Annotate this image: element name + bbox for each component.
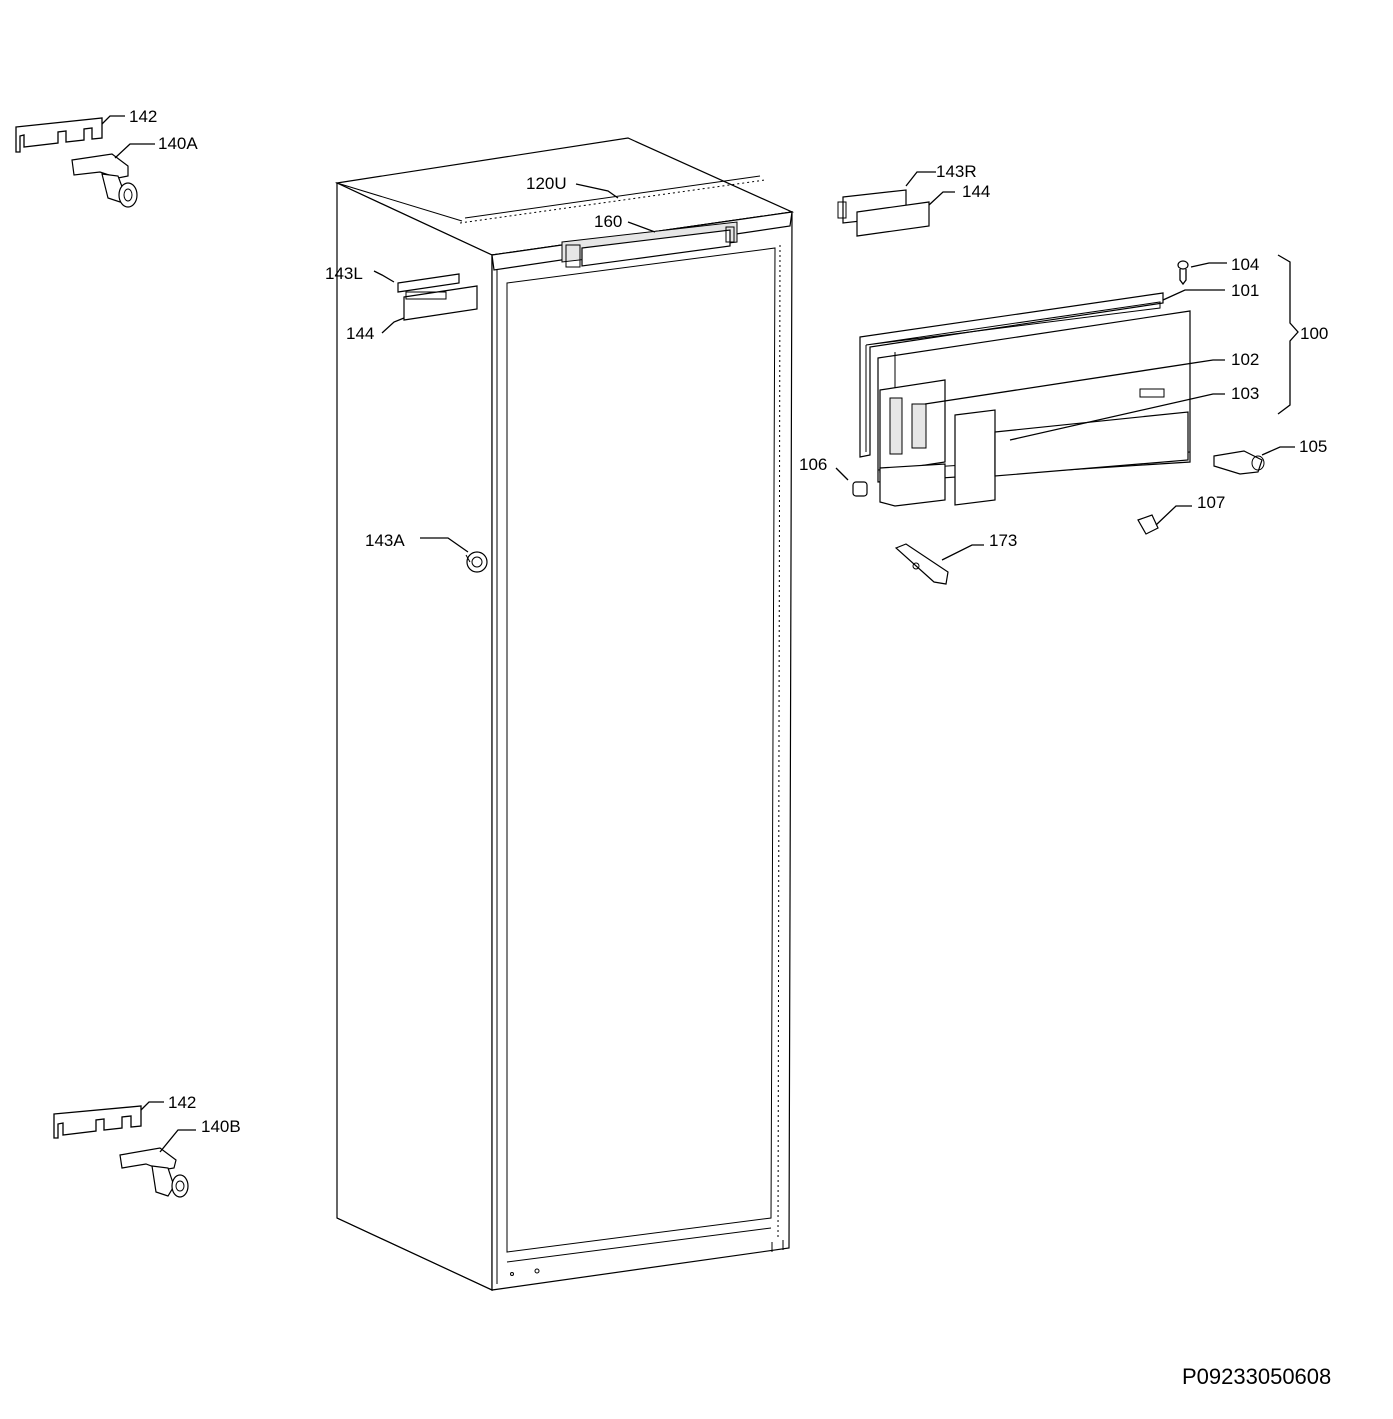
label-143r: 143R [936,162,977,181]
label-140a: 140A [158,134,198,153]
cabinet [334,137,795,1291]
label-102: 102 [1231,350,1259,369]
label-101: 101 [1231,281,1259,300]
label-104: 104 [1231,255,1259,274]
callout-labels: 142 140A 120U 160 143L 144 143R 144 104 … [129,107,1328,1136]
label-143a: 143A [365,531,405,550]
drawing-reference-number: P09233050608 [1182,1364,1331,1389]
clip-107 [1137,514,1159,535]
label-100: 100 [1300,324,1328,343]
label-142-bottom: 142 [168,1093,196,1112]
label-103: 103 [1231,384,1259,403]
hinge-140b [119,1147,189,1198]
label-173: 173 [989,531,1017,550]
screw-104 [1177,260,1189,286]
spacer-142-bottom [53,1105,142,1139]
hinge-pin-105 [1213,450,1265,475]
label-142-top: 142 [129,107,157,126]
label-143l: 143L [325,264,363,283]
hinge-cover-143r [837,189,930,237]
knob-143a [465,551,488,573]
label-160: 160 [594,212,622,231]
hinge-cover-143l [397,273,478,321]
spacer-142-top [15,117,103,153]
hinge-140a [71,153,138,208]
label-144-left: 144 [346,324,374,343]
label-120u: 120U [526,174,567,193]
cap-106 [852,481,868,497]
label-144-right: 144 [962,182,990,201]
handle-173 [894,543,949,585]
label-140b: 140B [201,1117,241,1136]
leader-lines [101,115,1299,1153]
label-107: 107 [1197,493,1225,512]
label-106: 106 [799,455,827,474]
door-assembly-100 [859,292,1191,507]
label-105: 105 [1299,437,1327,456]
